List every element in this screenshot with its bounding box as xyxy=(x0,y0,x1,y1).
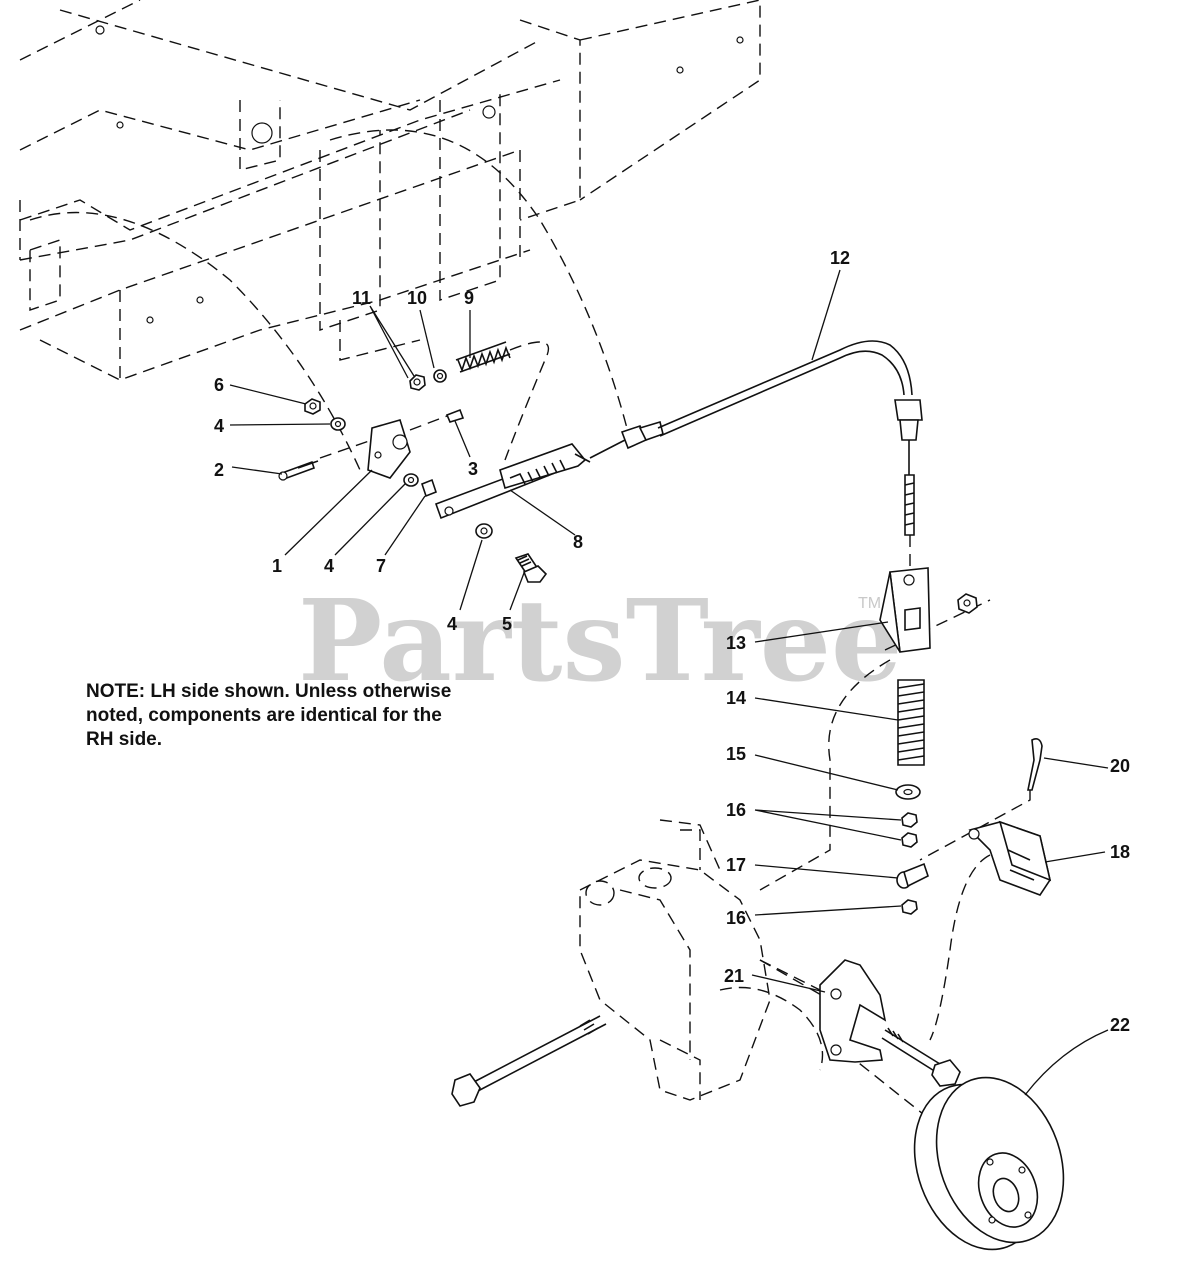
callout-14: 14 xyxy=(726,688,746,708)
reference-arc-left xyxy=(29,211,361,471)
transaxle-housing xyxy=(579,819,824,1101)
callout-9: 9 xyxy=(464,288,474,308)
bracket-part-1 xyxy=(367,419,411,479)
pin-part-3 xyxy=(445,408,465,423)
bolt-part-5 xyxy=(514,553,548,583)
callout-7: 7 xyxy=(376,556,386,576)
callout-16-lower: 16 xyxy=(726,908,746,928)
frame-assembly xyxy=(19,0,761,381)
nut-part-16-c xyxy=(901,899,918,915)
callout-2: 2 xyxy=(214,460,224,480)
bracket-part-13 xyxy=(879,567,931,653)
callout-3: 3 xyxy=(468,459,478,479)
callout-20: 20 xyxy=(1110,756,1130,776)
callout-8: 8 xyxy=(573,532,583,552)
callout-labels: 1 2 3 4 4 4 5 6 7 8 9 10 11 12 13 14 15 … xyxy=(214,248,1130,1035)
callout-1: 1 xyxy=(272,556,282,576)
callout-4-lower: 4 xyxy=(447,614,457,634)
caliper-bolt xyxy=(881,1027,961,1087)
callout-10: 10 xyxy=(407,288,427,308)
callout-12: 12 xyxy=(830,248,850,268)
callout-4-middle: 4 xyxy=(324,556,334,576)
lh-side-note: NOTE: LH side shown. Unless otherwise no… xyxy=(86,680,546,752)
callout-17: 17 xyxy=(726,855,746,875)
callout-15: 15 xyxy=(726,744,746,764)
callout-16-upper: 16 xyxy=(726,800,746,820)
nut-part-16-b xyxy=(901,832,918,848)
callout-5: 5 xyxy=(502,614,512,634)
cable-part-12 xyxy=(589,340,923,536)
bolt-part-17 xyxy=(896,862,929,889)
clip-part-20 xyxy=(1027,738,1043,791)
reference-line-18 xyxy=(929,854,991,1041)
bolt-part-2 xyxy=(278,460,319,481)
reference-line-lower xyxy=(759,659,891,891)
spacer-part-7 xyxy=(421,478,437,498)
spring-part-14 xyxy=(897,679,925,766)
reference-line-spring xyxy=(504,341,550,461)
caliper-part-21 xyxy=(819,959,887,1063)
nut-part-16-a xyxy=(901,812,918,828)
watermark: PartsTree xyxy=(298,576,902,707)
note-line-3: RH side. xyxy=(86,729,163,750)
axle-bolt xyxy=(451,1015,607,1107)
note-line-1: NOTE: LH side shown. Unless otherwise xyxy=(86,681,452,702)
callout-18: 18 xyxy=(1110,842,1130,862)
callout-6: 6 xyxy=(214,375,224,395)
note-line-2: noted, components are identical for the xyxy=(86,705,442,726)
reference-line-20 xyxy=(919,790,1031,861)
leader-lines xyxy=(229,269,1109,1096)
rotor-part-22 xyxy=(913,1076,1065,1251)
callout-11: 11 xyxy=(352,288,371,308)
arm-part-8 xyxy=(434,443,591,520)
callout-21: 21 xyxy=(724,966,744,986)
callout-22: 22 xyxy=(1110,1015,1130,1035)
watermark-trademark: TM xyxy=(858,595,881,612)
spring-part-9 xyxy=(455,341,511,373)
callout-4-upper: 4 xyxy=(214,416,224,436)
callout-13: 13 xyxy=(726,633,746,653)
solenoid-part-18 xyxy=(968,820,1052,896)
reference-arc-right xyxy=(329,129,631,441)
